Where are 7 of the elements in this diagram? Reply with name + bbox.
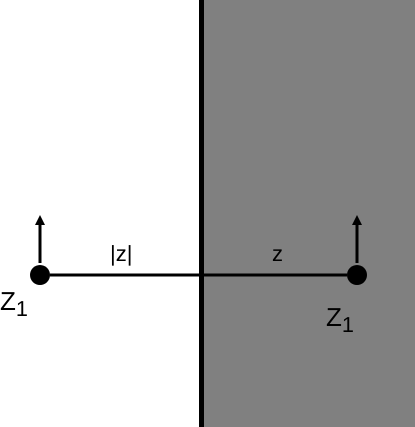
point-charge bbox=[30, 265, 50, 285]
charge-label: Z$_{1}$ bbox=[326, 304, 354, 338]
distance-label: z bbox=[272, 243, 283, 265]
point-charge bbox=[347, 265, 367, 285]
distance-label: |z| bbox=[110, 243, 132, 265]
connector-line bbox=[50, 274, 347, 276]
charge-label: Z$_{1}$ bbox=[0, 288, 28, 322]
